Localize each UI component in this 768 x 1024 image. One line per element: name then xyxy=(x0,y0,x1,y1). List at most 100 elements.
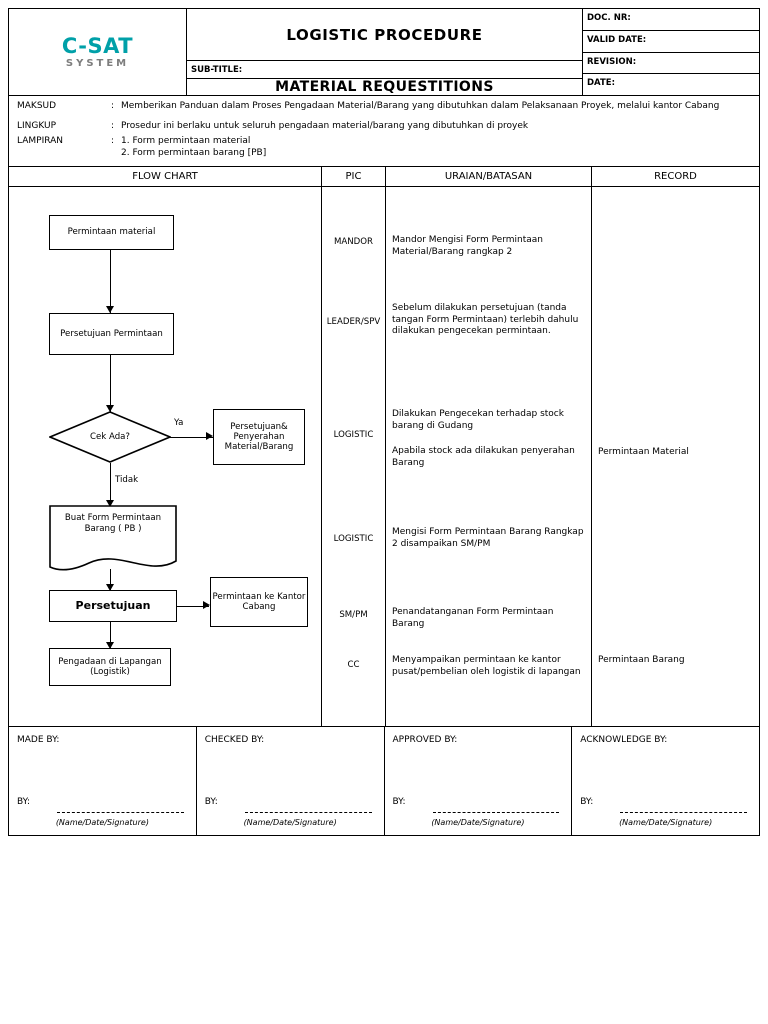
meta-row-lampiran: LAMPIRAN : 1. Form permintaan material xyxy=(9,135,759,147)
col-header-uraian: URAIAN/BATASAN xyxy=(386,167,592,187)
logo-main-text: C-SAT xyxy=(61,33,134,58)
document-title: LOGISTIC PROCEDURE xyxy=(187,9,582,61)
arrowhead-persetujuan-kantor xyxy=(203,601,210,610)
uraian-item-3: Dilakukan Pengecekan terhadap stock bara… xyxy=(392,409,564,431)
maksud-label: MAKSUD xyxy=(17,101,57,111)
record-cell: Permintaan Material Permintaan Barang xyxy=(592,187,759,726)
record-permintaan-material: Permintaan Material xyxy=(598,447,689,458)
acknowledge-by-hint: (Name/Date/Signature) xyxy=(619,818,713,828)
col-header-flow-chart: FLOW CHART xyxy=(9,167,322,187)
record-permintaan-barang: Permintaan Barang xyxy=(598,655,685,666)
connector-pb-persetujuan xyxy=(110,569,112,592)
flow-node-buat-form-pb: Buat Form Permintaan Barang ( PB ) xyxy=(49,505,177,575)
meta-row-maksud: MAKSUD : Memberikan Panduan dalam Proses… xyxy=(9,100,759,112)
branch-label-ya: Ya xyxy=(174,418,184,429)
meta-row-lingkup: LINGKUP : Prosedur ini berlaku untuk sel… xyxy=(9,120,759,132)
connector-1-2 xyxy=(110,250,112,314)
flow-node-buat-form-pb-label: Buat Form Permintaan Barang ( PB ) xyxy=(64,513,162,534)
arrowhead-cek-ya xyxy=(206,432,213,441)
pic-mandor: MANDOR xyxy=(333,237,374,248)
pic-logistic-1: LOGISTIC xyxy=(333,430,374,441)
connector-persetujuan-pengadaan xyxy=(110,622,112,650)
pic-cc: CC xyxy=(347,660,360,671)
document-subtitle: MATERIAL REQUESTITIONS xyxy=(275,79,494,95)
diamond-shape xyxy=(47,411,173,463)
field-valid-date: VALID DATE: xyxy=(583,31,759,53)
branch-label-tidak: Tidak xyxy=(115,475,139,486)
flow-node-persetujuan-permintaan: Persetujuan Permintaan xyxy=(49,313,174,356)
made-by-hint: (Name/Date/Signature) xyxy=(55,818,149,828)
company-logo: C-SAT SYSTEM xyxy=(61,33,134,69)
col-header-record: RECORD xyxy=(654,171,697,183)
connector-cek-ya xyxy=(170,437,214,439)
document-header: C-SAT SYSTEM LOGISTIC PROCEDURE SUB-TITL… xyxy=(9,9,759,96)
footer-cell-acknowledge-by: ACKNOWLEDGE BY: BY: (Name/Date/Signature… xyxy=(572,727,759,835)
arrowhead-1-2 xyxy=(106,306,114,314)
footer-cell-checked-by: CHECKED BY: BY: (Name/Date/Signature) xyxy=(197,727,385,836)
made-by-line xyxy=(57,812,184,814)
uraian-cell: Mandor Mengisi Form Permintaan Material/… xyxy=(386,187,592,727)
approved-by-title: APPROVED BY: xyxy=(392,735,458,746)
checked-by-line xyxy=(244,812,372,814)
uraian-item-4: Apabila stock ada dilakukan penyerahan B… xyxy=(392,446,575,468)
field-doc-nr: DOC. NR: xyxy=(583,9,759,31)
arrowhead-2-3 xyxy=(106,405,114,413)
pic-sm-pm: SM/PM xyxy=(339,610,368,621)
table-body: Permintaan material Persetujuan Perminta… xyxy=(9,187,759,728)
field-date: DATE: xyxy=(587,78,615,89)
field-revision: REVISION: xyxy=(583,53,759,75)
uraian-item-1: Mandor Mengisi Form Permintaan Material/… xyxy=(392,235,543,257)
logo-sub-text: SYSTEM xyxy=(65,57,130,69)
uraian-item-6: Penandatanganan Form Permintaan Barang xyxy=(392,607,554,629)
table-column-headers: FLOW CHART PIC URAIAN/BATASAN RECORD xyxy=(9,167,759,188)
checked-by-label: BY: xyxy=(204,797,218,808)
flow-node-cek-ada-label: Cek Ada? xyxy=(89,432,130,443)
flow-chart-cell: Permintaan material Persetujuan Perminta… xyxy=(9,187,322,727)
made-by-title: MADE BY: xyxy=(17,735,60,746)
maksud-colon: : xyxy=(111,101,115,111)
approved-by-label: BY: xyxy=(392,797,406,808)
logo-cell: C-SAT SYSTEM xyxy=(9,9,187,95)
flow-node-pengadaan-lapangan: Pengadaan di Lapangan (Logistik) xyxy=(49,648,171,687)
header-title-cell: LOGISTIC PROCEDURE SUB-TITLE: MATERIAL R… xyxy=(187,9,583,95)
made-by-label: BY: xyxy=(17,797,31,808)
lampiran-label: LAMPIRAN xyxy=(17,136,64,147)
footer-cell-approved-by: APPROVED BY: BY: (Name/Date/Signature) xyxy=(385,727,573,836)
col-header-pic: PIC xyxy=(322,167,386,187)
checked-by-title: CHECKED BY: xyxy=(204,735,265,746)
pic-cell: MANDOR LEADER/SPV LOGISTIC LOGISTIC SM/P… xyxy=(322,187,386,727)
arrowhead-persetujuan-pengadaan xyxy=(106,642,114,650)
acknowledge-by-label: BY: xyxy=(580,797,594,808)
arrowhead-cek-tidak xyxy=(106,500,114,508)
approved-by-hint: (Name/Date/Signature) xyxy=(431,818,525,828)
lingkup-colon: : xyxy=(111,121,115,132)
signature-footer: MADE BY: BY: (Name/Date/Signature) CHECK… xyxy=(9,727,759,836)
flow-node-permintaan-material: Permintaan material xyxy=(49,215,174,251)
flow-node-persetujuan-penyerahan: Persetujuan& Penyerahan Material/Barang xyxy=(213,409,305,466)
uraian-item-7: Menyampaikan permintaan ke kantor pusat/… xyxy=(392,655,581,677)
uraian-item-5: Mengisi Form Permintaan Barang Rangkap 2… xyxy=(392,527,584,549)
lampiran-colon: : xyxy=(111,136,115,147)
connector-2-3 xyxy=(110,355,112,413)
connector-cek-tidak xyxy=(110,463,112,508)
maksud-value: Memberikan Panduan dalam Proses Pengadaa… xyxy=(121,101,720,111)
uraian-item-2: Sebelum dilakukan persetujuan (tanda tan… xyxy=(392,303,579,337)
checked-by-hint: (Name/Date/Signature) xyxy=(243,818,337,828)
subtitle-label: SUB-TITLE: xyxy=(187,61,582,79)
pic-leader-spv: LEADER/SPV xyxy=(326,317,381,328)
arrowhead-pb-persetujuan xyxy=(106,584,114,592)
procedure-document: C-SAT SYSTEM LOGISTIC PROCEDURE SUB-TITL… xyxy=(8,8,760,837)
flow-node-permintaan-kantor-cabang: Permintaan ke Kantor Cabang xyxy=(210,577,308,628)
document-shape xyxy=(49,505,177,571)
flow-node-persetujuan: Persetujuan xyxy=(49,590,177,623)
lingkup-value: Prosedur ini berlaku untuk seluruh penga… xyxy=(121,121,529,132)
lampiran-value-2: 2. Form permintaan barang [PB] xyxy=(121,148,267,159)
meta-block: MAKSUD : Memberikan Panduan dalam Proses… xyxy=(9,96,759,168)
footer-cell-made-by: MADE BY: BY: (Name/Date/Signature) xyxy=(9,727,197,836)
acknowledge-by-line xyxy=(620,812,747,814)
lampiran-value-1: 1. Form permintaan material xyxy=(121,136,251,147)
header-fields: DOC. NR: VALID DATE: REVISION: DATE: xyxy=(583,9,759,95)
flow-node-cek-ada: Cek Ada? xyxy=(47,411,173,463)
flow-node-persetujuan-penyerahan-label: Persetujuan& Penyerahan Material/Barang xyxy=(224,421,294,453)
